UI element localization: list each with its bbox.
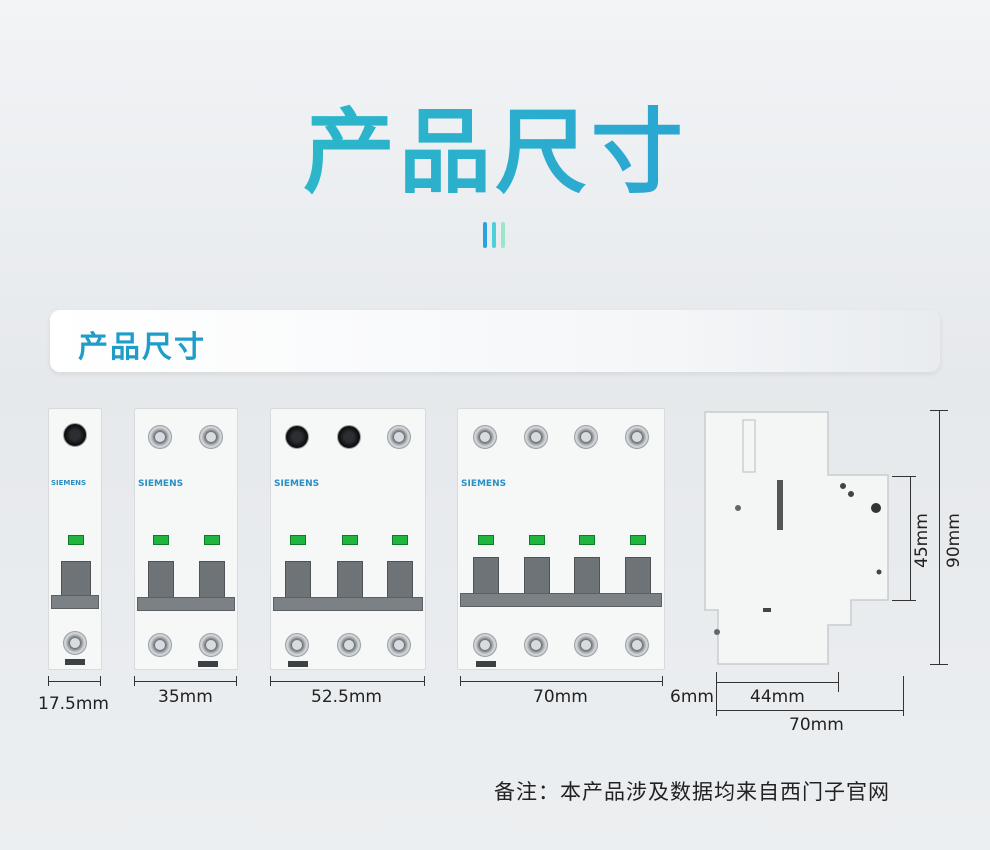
depth-total-label: 70mm (789, 715, 844, 735)
brand-label: SIEMENS (461, 479, 507, 489)
terminal-screw-icon (199, 425, 223, 449)
footnote: 备注：本产品涉及数据均来自西门子官网 (494, 780, 890, 804)
dim-tick (100, 676, 101, 686)
terminal-screw-icon (387, 633, 411, 657)
dim-tick (424, 676, 425, 686)
brand-label: SIEMENS (138, 479, 184, 489)
height-inner-label: 45mm (912, 513, 932, 568)
width-label-1p: 17.5mm (38, 694, 109, 714)
terminal-screw-icon (199, 633, 223, 657)
handle-bar (51, 595, 99, 609)
handle-bar (460, 593, 662, 607)
status-indicator (630, 535, 646, 545)
terminal-screw-icon (625, 425, 649, 449)
terminal-screw-icon (63, 423, 87, 447)
dim-htick (930, 410, 948, 411)
height-total-label: 90mm (944, 513, 964, 568)
dim-line (716, 682, 838, 683)
dim-vline (939, 410, 940, 664)
terminal-screw-icon (337, 425, 361, 449)
dim-line (270, 681, 424, 682)
breaker-1p: SIEMENS (48, 408, 102, 670)
terminal-screw-icon (337, 633, 361, 657)
din-slot (198, 661, 218, 667)
dim-vline (903, 676, 904, 716)
section-banner-label: 产品尺寸 (78, 330, 206, 365)
terminal-screw-icon (148, 425, 172, 449)
terminal-screw-icon (473, 633, 497, 657)
width-label-3p: 52.5mm (311, 687, 382, 707)
status-indicator (478, 535, 494, 545)
handle-bar (273, 597, 423, 611)
dim-line (48, 681, 100, 682)
brand-label: SIEMENS (51, 479, 87, 487)
din-slot (476, 661, 496, 667)
terminal-screw-icon (387, 425, 411, 449)
terminal-screw-icon (148, 633, 172, 657)
dim-line (134, 681, 236, 682)
status-indicator (204, 535, 220, 545)
terminal-screw-icon (524, 425, 548, 449)
status-indicator (342, 535, 358, 545)
dim-tick (662, 676, 663, 686)
width-label-2p: 35mm (158, 687, 213, 707)
terminal-screw-icon (524, 633, 548, 657)
status-indicator (290, 535, 306, 545)
terminal-screw-icon (625, 633, 649, 657)
section-banner: 产品尺寸 (50, 310, 940, 372)
status-indicator (529, 535, 545, 545)
breaker-3p: SIEMENS (270, 408, 426, 670)
dim-htick (892, 600, 916, 601)
breaker-4p: SIEMENS (457, 408, 665, 670)
dim-vline (910, 476, 911, 600)
dim-htick (930, 664, 948, 665)
dim-tick (236, 676, 237, 686)
breaker-side-view (704, 411, 889, 665)
decorative-bars-icon (483, 222, 513, 248)
terminal-screw-icon (473, 425, 497, 449)
terminal-screw-icon (574, 425, 598, 449)
handle-bar (137, 597, 235, 611)
page-title: 产品尺寸 (0, 78, 990, 211)
status-indicator (579, 535, 595, 545)
terminal-screw-icon (285, 633, 309, 657)
dim-vline (838, 672, 839, 692)
dim-htick (892, 476, 916, 477)
dim-vline (716, 672, 717, 716)
dim-line (460, 681, 662, 682)
din-slot (65, 659, 85, 665)
status-indicator (68, 535, 84, 545)
breaker-2p: SIEMENS (134, 408, 238, 670)
status-indicator (392, 535, 408, 545)
depth-left-label: 6mm (670, 687, 714, 707)
width-label-4p: 70mm (533, 687, 588, 707)
brand-label: SIEMENS (274, 479, 320, 489)
din-slot (288, 661, 308, 667)
terminal-screw-icon (285, 425, 309, 449)
dim-line (716, 710, 903, 711)
terminal-screw-icon (574, 633, 598, 657)
terminal-screw-icon (63, 631, 87, 655)
depth-mid-label: 44mm (750, 687, 805, 707)
status-indicator (153, 535, 169, 545)
